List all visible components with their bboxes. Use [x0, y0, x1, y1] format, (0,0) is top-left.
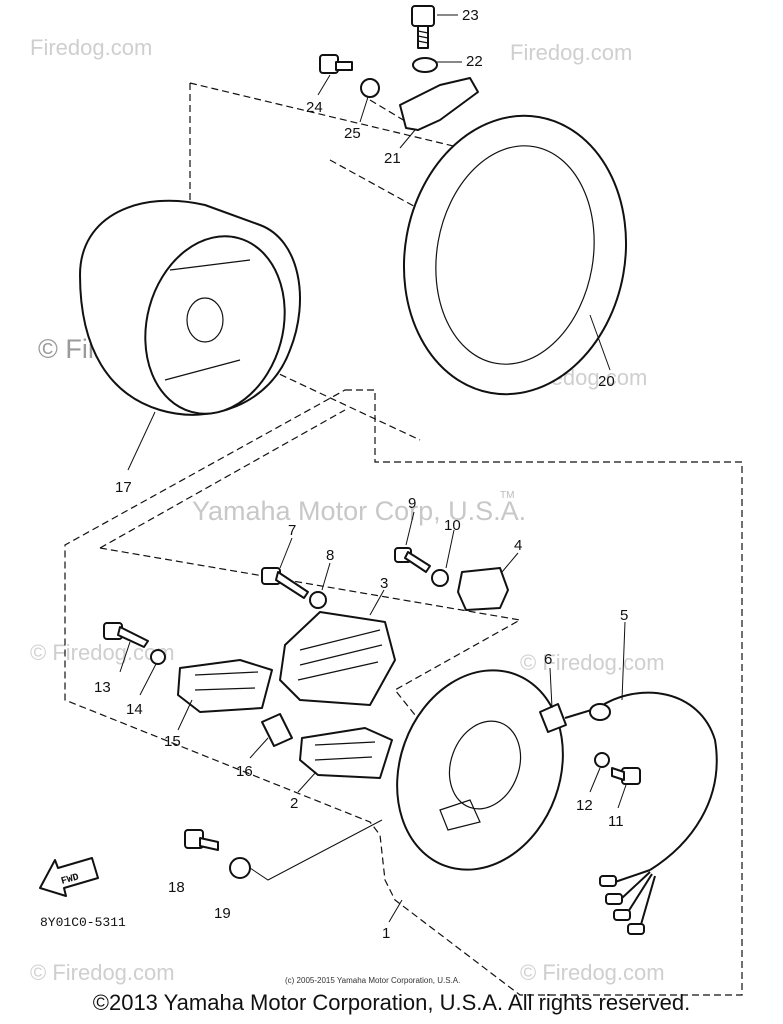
- callout-20: 20: [598, 373, 615, 390]
- callout-11: 11: [608, 813, 624, 830]
- watermark-group: Firedog.com Firedog.com © Firedog.com Fi…: [30, 35, 665, 985]
- assembly-outline: [64, 389, 743, 996]
- construction-line-flywheel: [189, 82, 471, 215]
- part-bolt-24: [319, 54, 353, 74]
- part-bolt-13: [103, 622, 149, 648]
- part-washer-8: [309, 591, 327, 609]
- part-ring-20: [402, 114, 628, 396]
- fine-print: (c) 2005-2015 Yamaha Motor Corporation, …: [285, 976, 460, 985]
- callout-5: 5: [620, 607, 628, 624]
- callout-16: 16: [236, 763, 253, 780]
- watermark-firedog-2: Firedog.com: [510, 40, 632, 65]
- part-bolt-23: [411, 5, 435, 49]
- watermark-firedog-8: © Firedog.com: [520, 960, 665, 985]
- part-pickup-4: [457, 567, 509, 611]
- part-bolt-9: [394, 547, 431, 573]
- part-washer-12: [594, 752, 610, 768]
- fwd-label: FWD: [60, 872, 80, 888]
- copyright-footer: ©2013 Yamaha Motor Corporation, U.S.A. A…: [92, 990, 691, 1015]
- diagram-code: 8Y01C0-5311: [40, 915, 126, 930]
- part-bolt-7: [261, 567, 309, 599]
- callout-21: 21: [384, 150, 401, 167]
- inner-outline: [99, 409, 522, 716]
- part-washer-14: [150, 649, 166, 665]
- callout-4: 4: [514, 537, 522, 554]
- part-coil-2: [299, 727, 393, 779]
- part-washer-19: [229, 857, 251, 879]
- part-coil-3: [279, 611, 396, 706]
- watermark-firedog-6: © Firedog.com: [520, 650, 665, 675]
- callout-23: 23: [462, 7, 479, 24]
- callout-15: 15: [164, 733, 181, 750]
- watermark-firedog-5: © Firedog.com: [30, 640, 175, 665]
- part-washer-10: [431, 569, 449, 587]
- callout-9: 9: [408, 495, 416, 512]
- part-flywheel-17: [79, 199, 301, 416]
- part-bolt-11: [611, 767, 641, 785]
- part-bolt-18: [184, 829, 219, 851]
- callout-17: 17: [115, 479, 132, 496]
- callout-6: 6: [544, 651, 552, 668]
- part-stator-plate-1: [396, 669, 564, 871]
- watermark-tm: TM: [500, 490, 514, 501]
- part-washer-22: [412, 57, 438, 73]
- part-harness-5: [564, 691, 718, 935]
- part-coil-15: [177, 659, 273, 713]
- callout-13: 13: [94, 679, 111, 696]
- part-bracket-21: [399, 77, 479, 131]
- callout-7: 7: [288, 522, 296, 539]
- callout-18: 18: [168, 879, 185, 896]
- watermark-yamaha: Yamaha Motor Corp, U.S.A.: [192, 496, 526, 526]
- watermark-firedog-1: Firedog.com: [30, 35, 152, 60]
- leader-lines: [119, 14, 627, 923]
- callout-3: 3: [380, 575, 388, 592]
- part-nut-25: [360, 78, 380, 98]
- callout-8: 8: [326, 547, 334, 564]
- construction-line-inner: [259, 364, 421, 441]
- watermark-firedog-7: © Firedog.com: [30, 960, 175, 985]
- callout-22: 22: [466, 53, 483, 70]
- callout-24: 24: [306, 99, 323, 116]
- callout-14: 14: [126, 701, 143, 718]
- callout-19: 19: [214, 905, 231, 922]
- leader-19: [249, 819, 383, 881]
- callout-25: 25: [344, 125, 361, 142]
- callout-1: 1: [382, 925, 390, 942]
- callout-12: 12: [576, 797, 593, 814]
- fwd-arrow-icon: FWD: [39, 857, 99, 897]
- callouts: 23 22 24 25 21 20 17 9 7 10 8 4 3 5 13 1…: [94, 7, 628, 942]
- part-pin-16: [261, 713, 293, 747]
- callout-10: 10: [444, 517, 461, 534]
- callout-2: 2: [290, 795, 298, 812]
